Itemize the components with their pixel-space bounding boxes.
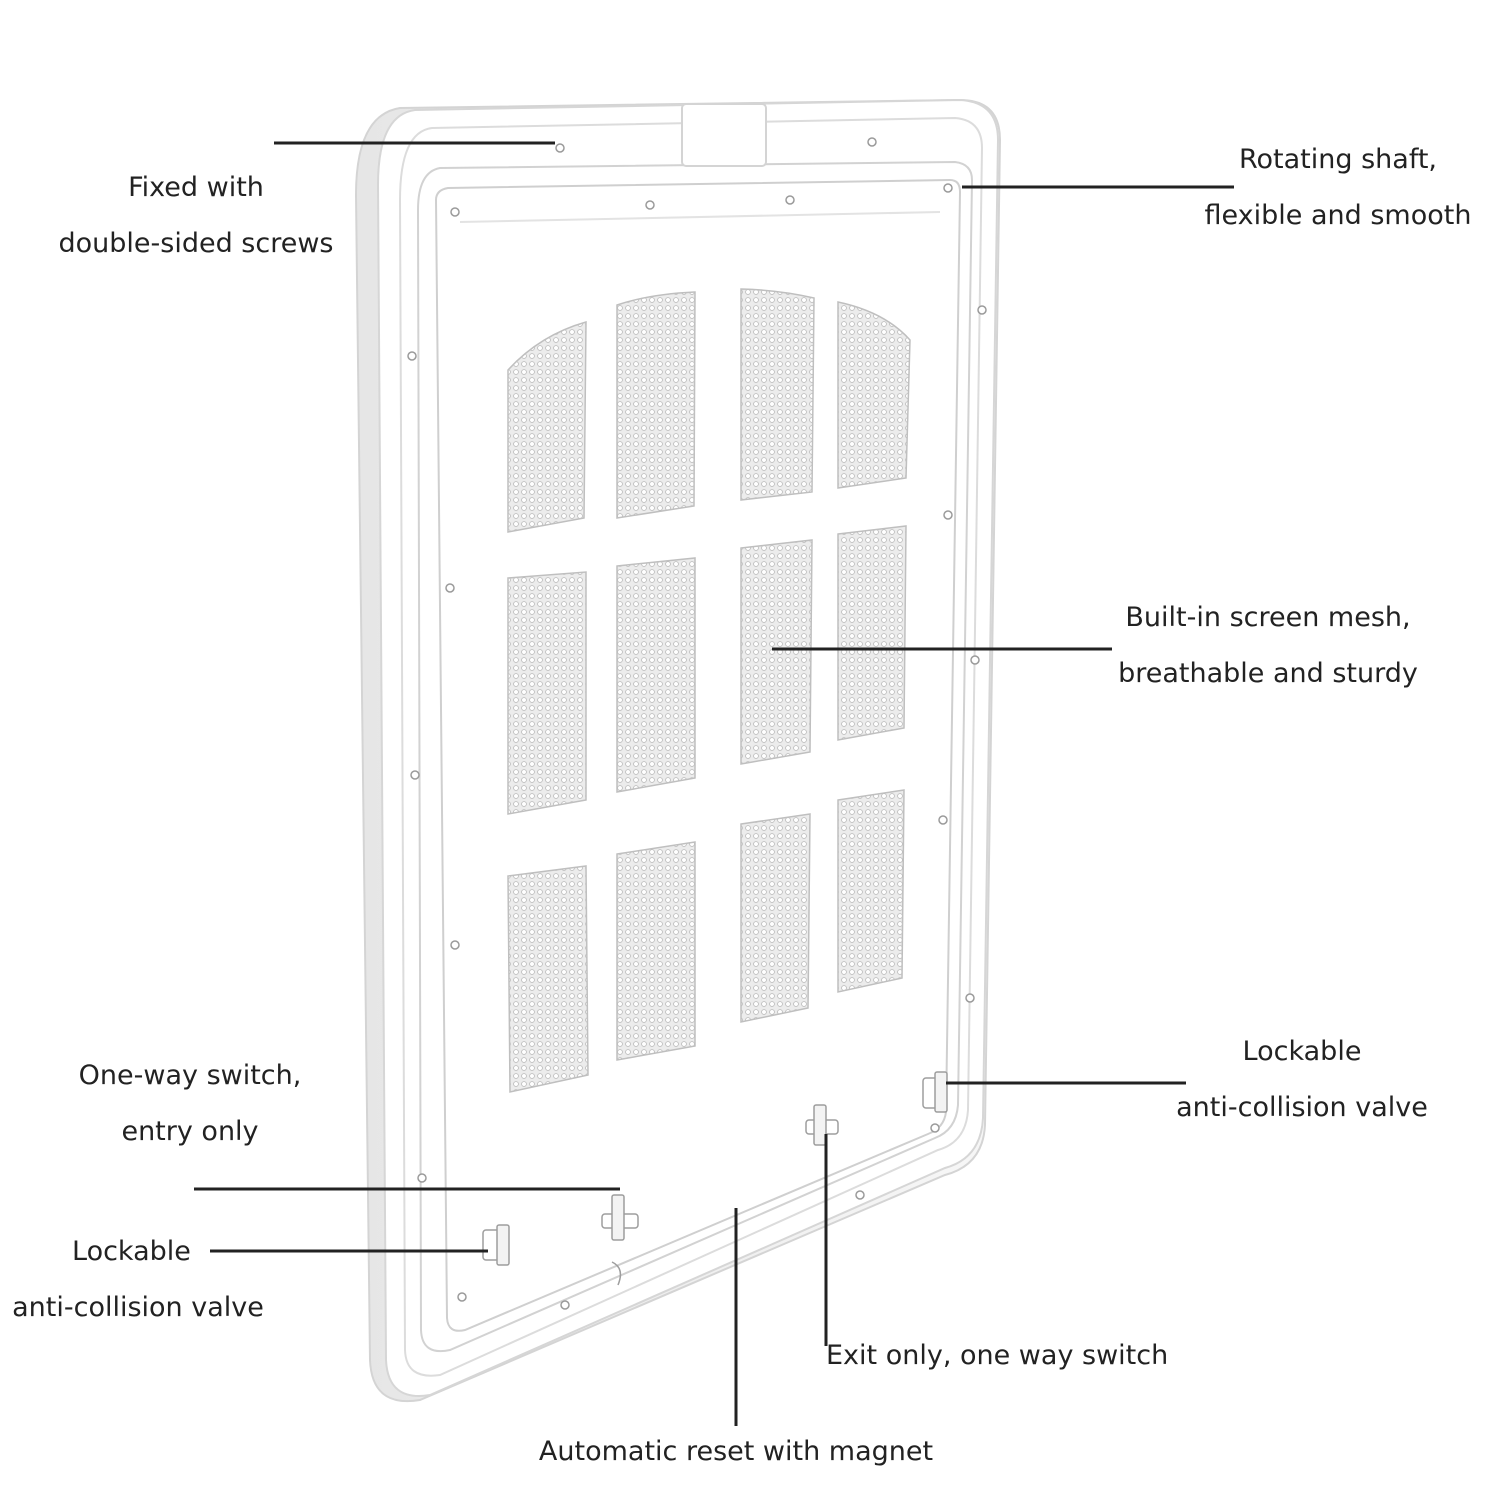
callout-exit-switch: Exit only, one way switch <box>826 1328 1186 1384</box>
callout-entry-switch: One-way switch, entry only <box>50 1048 330 1160</box>
screw <box>785 195 795 205</box>
callout-mesh-line1: Built-in screen mesh, <box>1125 602 1411 633</box>
callout-valve-right-line2: anti-collision valve <box>1176 1092 1428 1123</box>
callout-magnet-line1: Automatic reset with magnet <box>538 1436 934 1467</box>
screw <box>965 993 975 1003</box>
door-frame-ridge-2 <box>416 160 974 1352</box>
door-frame-ridge-1 <box>398 116 984 1377</box>
callout-valve-left-line2: anti-collision valve <box>12 1292 264 1323</box>
mesh-window <box>740 288 815 501</box>
screw <box>943 510 953 520</box>
callout-shaft-line1: Rotating shaft, <box>1238 144 1438 175</box>
screw <box>938 815 948 825</box>
mesh-window <box>507 865 589 1093</box>
mesh-window <box>837 301 911 489</box>
callout-valve-right: Lockable anti-collision valve <box>1162 1024 1442 1136</box>
callout-valve-right-line1: Lockable <box>1242 1036 1362 1067</box>
hinge-block <box>681 103 767 167</box>
magnet-bracket <box>611 1261 622 1286</box>
mesh-window <box>837 789 905 993</box>
callout-mesh: Built-in screen mesh, breathable and stu… <box>1104 590 1432 702</box>
mesh-window <box>616 841 696 1061</box>
screw <box>943 183 953 193</box>
switch-parts <box>482 1071 948 1286</box>
callout-screws-line1: Fixed with <box>128 172 264 203</box>
screw <box>867 137 877 147</box>
entry-switch-stem <box>611 1194 625 1241</box>
screw <box>450 207 460 217</box>
screw <box>555 143 565 153</box>
screw <box>407 351 417 361</box>
door-flap-top-band <box>459 211 941 223</box>
mesh-window <box>740 539 813 765</box>
callout-screws-line2: double-sided screws <box>58 228 334 259</box>
callout-mesh-line2: breathable and sturdy <box>1118 658 1418 689</box>
callout-shaft: Rotating shaft, flexible and smooth <box>1190 132 1486 244</box>
mesh-window <box>507 571 587 815</box>
callout-valve-left: Lockable anti-collision valve <box>2 1224 274 1336</box>
callout-valve-left-line1: Lockable <box>72 1236 191 1267</box>
mesh-window <box>616 291 696 519</box>
mesh-window <box>507 321 587 533</box>
mesh-window <box>740 813 811 1023</box>
screw <box>457 1292 467 1302</box>
screw <box>450 940 460 950</box>
screw <box>445 583 455 593</box>
mesh-window <box>616 557 696 793</box>
screws <box>407 137 987 1310</box>
callout-exit-switch-line1: Exit only, one way switch <box>826 1340 1169 1371</box>
screw <box>645 200 655 210</box>
screw <box>970 655 980 665</box>
exit-switch-stem <box>813 1104 827 1146</box>
callout-screws: Fixed with double-sided screws <box>40 160 352 272</box>
callout-entry-switch-line2: entry only <box>121 1116 259 1147</box>
screw <box>855 1190 865 1200</box>
screw <box>930 1123 940 1133</box>
callout-magnet: Automatic reset with magnet <box>520 1424 952 1480</box>
valve-right-base <box>934 1071 948 1113</box>
valve-left-base <box>496 1224 510 1266</box>
screw <box>977 305 987 315</box>
callout-shaft-line2: flexible and smooth <box>1204 200 1472 231</box>
screw <box>410 770 420 780</box>
callout-entry-switch-line1: One-way switch, <box>78 1060 302 1091</box>
mesh-window <box>837 525 907 741</box>
screw <box>417 1173 427 1183</box>
screw <box>560 1300 570 1310</box>
mesh-windows <box>507 288 911 1093</box>
